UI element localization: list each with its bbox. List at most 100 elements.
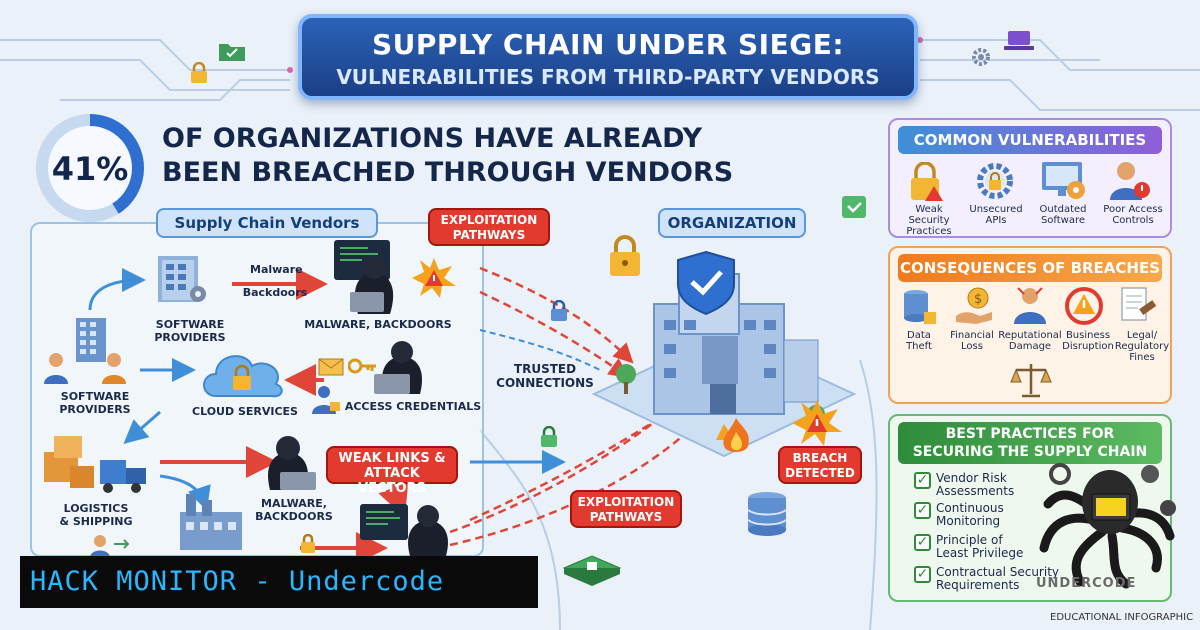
vuln-3-line-1: Outdated bbox=[1039, 204, 1087, 215]
gavel-document-icon bbox=[1118, 284, 1158, 330]
office-building-icon bbox=[68, 316, 114, 368]
practice-item-3: ✓ Principle of Least Privilege bbox=[914, 533, 1086, 560]
practice-item-1: ✓ Vendor Risk Assessments bbox=[914, 471, 1086, 498]
cons-2-line-1: Financial bbox=[950, 330, 994, 341]
undercode-octopus-logo: UNDERCODE bbox=[1030, 452, 1180, 606]
hacker-laptop-icon bbox=[372, 336, 432, 400]
check-icon: ✓ bbox=[914, 566, 931, 583]
best-practices-header-line-2: SECURING THE SUPPLY CHAIN bbox=[912, 444, 1148, 460]
stat-text-line-1: OF ORGANIZATIONS HAVE ALREADY bbox=[162, 123, 703, 154]
malware-backdoors-label: MALWARE, BACKDOORS bbox=[304, 318, 452, 331]
vuln-2-line-1: Unsecured bbox=[969, 204, 1023, 215]
practice-1-line-2: Assessments bbox=[936, 484, 1015, 498]
vuln-2-line-2: APIs bbox=[985, 215, 1007, 226]
breach-line-2: DETECTED bbox=[785, 466, 855, 480]
fire-icon bbox=[716, 416, 756, 460]
organization-header-text: ORGANIZATION bbox=[667, 214, 797, 232]
vuln-3-line-2: Software bbox=[1040, 215, 1086, 226]
best-practices-header: BEST PRACTICES FOR SECURING THE SUPPLY C… bbox=[898, 422, 1162, 464]
software-providers-left-label: SOFTWARE PROVIDERS bbox=[40, 390, 150, 416]
backdoors-label: Backdoors bbox=[242, 286, 308, 299]
logistics-label: LOGISTICS & SHIPPING bbox=[40, 502, 152, 528]
breach-line-1: BREACH bbox=[792, 451, 848, 465]
users-icon bbox=[44, 350, 136, 390]
cloud-services-label: CLOUD SERVICES bbox=[192, 405, 298, 418]
hand-money-icon: $ bbox=[954, 286, 994, 330]
practice-2-line-1: Continuous bbox=[936, 501, 1004, 515]
shipping-boxes-icon bbox=[40, 432, 150, 506]
exploitation-top-line-1: EXPLOITATION bbox=[440, 213, 538, 227]
cons-1-line-2: Theft bbox=[906, 341, 932, 352]
envelope-icon bbox=[318, 358, 344, 380]
exploitation-bottom-line-2: PATHWAYS bbox=[589, 510, 663, 524]
malware-backdoors-line-a: MALWARE, bbox=[261, 497, 327, 510]
vuln-1-line-2: Practices bbox=[906, 226, 952, 237]
padlock-icon bbox=[300, 533, 316, 558]
folder-icon bbox=[218, 40, 246, 66]
scales-of-justice-icon bbox=[1010, 362, 1052, 402]
practice-3-line-1: Principle of bbox=[936, 533, 1003, 547]
factory-icon bbox=[176, 490, 246, 556]
consequence-label-5: Legal/ Regulatory Fines bbox=[1114, 330, 1170, 363]
trusted-connections-label: TRUSTED CONNECTIONS bbox=[480, 362, 610, 390]
practice-3-line-2: Least Privilege bbox=[936, 546, 1024, 560]
weak-links-callout: WEAK LINKS & ATTACK VECTORS bbox=[326, 446, 458, 496]
laptop-icon bbox=[1004, 30, 1034, 56]
vuln-4-line-2: Controls bbox=[1112, 215, 1154, 226]
gear-lock-icon bbox=[974, 160, 1016, 206]
weak-links-line-1: WEAK LINKS & bbox=[338, 451, 446, 466]
person-damage-icon bbox=[1010, 286, 1050, 330]
title-line-1: SUPPLY CHAIN UNDER SIEGE: bbox=[371, 28, 845, 61]
cloud-lock-icon bbox=[196, 340, 288, 406]
hacker-laptop-icon bbox=[328, 238, 410, 320]
check-icon: ✓ bbox=[914, 502, 931, 519]
padlock-icon bbox=[550, 299, 568, 326]
check-icon: ✓ bbox=[914, 534, 931, 551]
consequences-panel: CONSEQUENCES OF BREACHES bbox=[888, 246, 1172, 404]
explosion-warning-icon bbox=[792, 400, 842, 450]
exploitation-pathways-callout-top: EXPLOITATION PATHWAYS bbox=[428, 208, 550, 246]
logistics-line-2: & SHIPPING bbox=[59, 515, 133, 528]
vuln-label-2: Unsecured APIs bbox=[964, 204, 1028, 226]
best-practices-panel: BEST PRACTICES FOR SECURING THE SUPPLY C… bbox=[888, 414, 1172, 602]
hack-monitor-brand-bar: HACK MONITOR - Undercode bbox=[20, 556, 538, 608]
consequence-label-3: Reputational Damage bbox=[998, 330, 1062, 352]
logistics-line-1: LOGISTICS bbox=[63, 502, 129, 515]
padlock-icon bbox=[540, 425, 558, 452]
malware-backdoors-line-b: BACKDOORS bbox=[255, 510, 333, 523]
vuln-label-3: Outdated Software bbox=[1030, 204, 1096, 226]
consequence-label-4: Business Disruption bbox=[1060, 330, 1116, 352]
educational-infographic-label: EDUCATIONAL INFOGRAPHIC bbox=[1050, 612, 1194, 623]
stat-text-line-2: BEEN BREACHED THROUGH VENDORS bbox=[162, 157, 734, 188]
cons-4-line-1: Business bbox=[1065, 330, 1111, 341]
database-lock-icon bbox=[902, 288, 938, 330]
breach-detected-callout: BREACH DETECTED bbox=[778, 446, 862, 484]
practice-item-2: ✓ Continuous Monitoring bbox=[914, 501, 1086, 528]
stat-progress-ring bbox=[36, 114, 144, 222]
practice-1-line-1: Vendor Risk bbox=[936, 471, 1007, 485]
cons-3-line-1: Reputational bbox=[998, 330, 1062, 341]
stat-value: 41% bbox=[51, 150, 129, 188]
cons-5-line-1: Legal/ bbox=[1126, 330, 1158, 341]
vendors-header: Supply Chain Vendors bbox=[156, 208, 378, 238]
document-icon bbox=[840, 194, 870, 226]
consequences-header: CONSEQUENCES OF BREACHES bbox=[898, 254, 1162, 282]
explosion-warning-icon bbox=[412, 258, 456, 302]
disruption-warning-icon bbox=[1064, 286, 1104, 330]
user-warning-icon bbox=[1108, 160, 1152, 206]
vuln-4-line-1: Poor Access bbox=[1103, 204, 1163, 215]
padlock-icon bbox=[190, 61, 208, 88]
practice-4-line-1: Contractual Security bbox=[936, 565, 1060, 579]
vuln-label-4: Poor Access Controls bbox=[1098, 204, 1168, 226]
cons-4-line-2: Disruption bbox=[1062, 341, 1114, 352]
exploitation-pathways-callout-bottom: EXPLOITATION PATHWAYS bbox=[570, 490, 682, 528]
consequence-label-1: Data Theft bbox=[894, 330, 944, 352]
stat-description: OF ORGANIZATIONS HAVE ALREADY BEEN BREAC… bbox=[162, 122, 782, 190]
hacker-laptop-icon bbox=[256, 432, 320, 496]
common-vulnerabilities-header: COMMON VULNERABILITIES bbox=[898, 126, 1162, 154]
software-providers-left-line-1: SOFTWARE bbox=[60, 390, 130, 403]
vuln-label-1: Weak Security Practices bbox=[894, 204, 964, 237]
server-stack-icon bbox=[148, 250, 210, 312]
trusted-line-1: TRUSTED bbox=[513, 362, 577, 376]
